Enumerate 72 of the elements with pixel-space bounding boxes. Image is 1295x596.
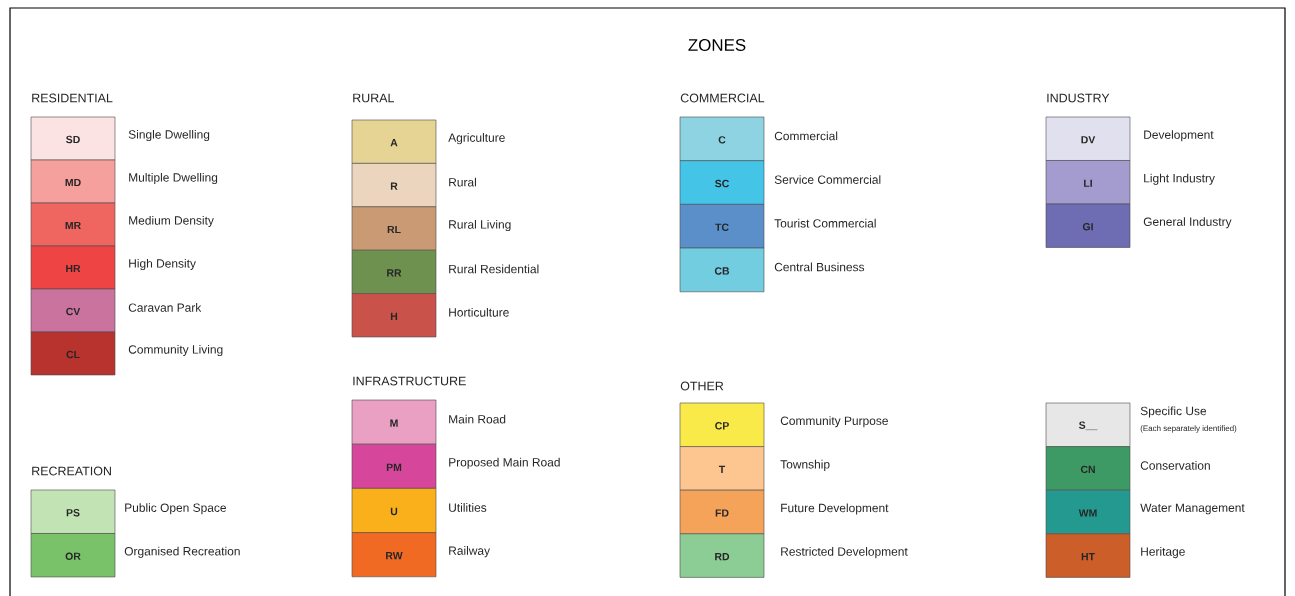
zone-name: Organised Recreation bbox=[124, 546, 240, 558]
zone-name: Development bbox=[1144, 130, 1214, 142]
zone-name: Water Management bbox=[1140, 503, 1245, 515]
zone-name: Single Dwelling bbox=[128, 129, 210, 142]
group-heading: RESIDENTIAL bbox=[32, 93, 113, 103]
zone-code: OR bbox=[65, 552, 81, 560]
zone-name: Tourist Commercial bbox=[774, 218, 876, 228]
zone-code: RL bbox=[387, 225, 401, 234]
zone-name: Community Purpose bbox=[780, 416, 888, 428]
group-heading: INDUSTRY bbox=[1047, 93, 1110, 103]
zone-name: Main Road bbox=[449, 414, 506, 424]
zone-code: HT bbox=[1081, 553, 1095, 561]
zone-name: Proposed Main Road bbox=[449, 457, 560, 469]
zone-code: PM bbox=[386, 463, 402, 471]
zone-code: PS bbox=[66, 509, 80, 517]
zone-code: RD bbox=[715, 553, 730, 561]
zone-code: GI bbox=[1082, 223, 1093, 231]
zone-name: Future Development bbox=[781, 503, 889, 515]
zone-code: TC bbox=[715, 223, 729, 231]
zone-code: T bbox=[718, 465, 726, 473]
zone-code: CB bbox=[714, 267, 730, 275]
zone-code: RW bbox=[386, 552, 403, 560]
zone-name: Utilities bbox=[449, 503, 487, 512]
zone-code: S__ bbox=[1079, 421, 1098, 431]
zone-name: Light Industry bbox=[1144, 173, 1215, 185]
zone-code: DV bbox=[1081, 136, 1096, 144]
zone-code: CP bbox=[715, 422, 729, 430]
group-heading: RECREATION bbox=[32, 466, 111, 476]
zone-name: Horticulture bbox=[449, 307, 509, 317]
zone-name: Specific Use bbox=[1140, 406, 1207, 418]
zone-code: CL bbox=[66, 350, 80, 359]
title: ZONES bbox=[688, 39, 746, 51]
zone-name: Agriculture bbox=[448, 133, 505, 145]
zone-name: Caravan Park bbox=[128, 303, 202, 312]
zone-name: General Industry bbox=[1143, 217, 1232, 229]
zone-code: WM bbox=[1078, 509, 1097, 517]
zone-name: Medium Density bbox=[129, 215, 214, 228]
zone-name: High Density bbox=[129, 258, 196, 271]
zone-code: HR bbox=[66, 264, 81, 273]
zone-code: SD bbox=[66, 135, 80, 144]
zone-name: Township bbox=[780, 459, 830, 471]
zone-name: Central Business bbox=[774, 262, 865, 272]
zone-code: CN bbox=[1080, 465, 1095, 474]
group-heading: COMMERCIAL bbox=[680, 93, 765, 103]
zone-code: C bbox=[718, 136, 726, 144]
zone-code: U bbox=[390, 507, 398, 516]
zone-code: CV bbox=[66, 307, 81, 316]
zone-name: Community Living bbox=[128, 344, 223, 357]
group-heading: INFRASTRUCTURE bbox=[353, 376, 466, 386]
zone-name: Service Commercial bbox=[774, 175, 881, 184]
zone-name: Commercial bbox=[774, 131, 838, 141]
zone-code: M bbox=[390, 419, 398, 427]
zone-code: FD bbox=[715, 509, 729, 517]
zone-code: H bbox=[390, 312, 398, 320]
zone-name: Railway bbox=[449, 546, 491, 558]
zone-name: Heritage bbox=[1141, 547, 1185, 559]
zone-code: MR bbox=[65, 221, 81, 230]
zone-name: Multiple Dwelling bbox=[129, 172, 218, 185]
zone-name: Public Open Space bbox=[125, 503, 226, 515]
zone-name: Rural bbox=[449, 177, 476, 187]
zone-code: MD bbox=[65, 178, 81, 187]
zone-name: Conservation bbox=[1140, 461, 1210, 470]
group-heading: RURAL bbox=[353, 93, 394, 103]
group-heading: OTHER bbox=[680, 381, 724, 391]
zone-code: R bbox=[390, 182, 398, 190]
zone-name: Restricted Development bbox=[781, 547, 908, 559]
zone-code: LI bbox=[1084, 179, 1092, 187]
zone-code: A bbox=[390, 139, 398, 147]
zone-name: Rural Living bbox=[449, 219, 511, 232]
zone-code: RR bbox=[387, 269, 402, 277]
zone-name: Rural Residential bbox=[449, 264, 539, 274]
zone-code: SC bbox=[715, 179, 729, 188]
